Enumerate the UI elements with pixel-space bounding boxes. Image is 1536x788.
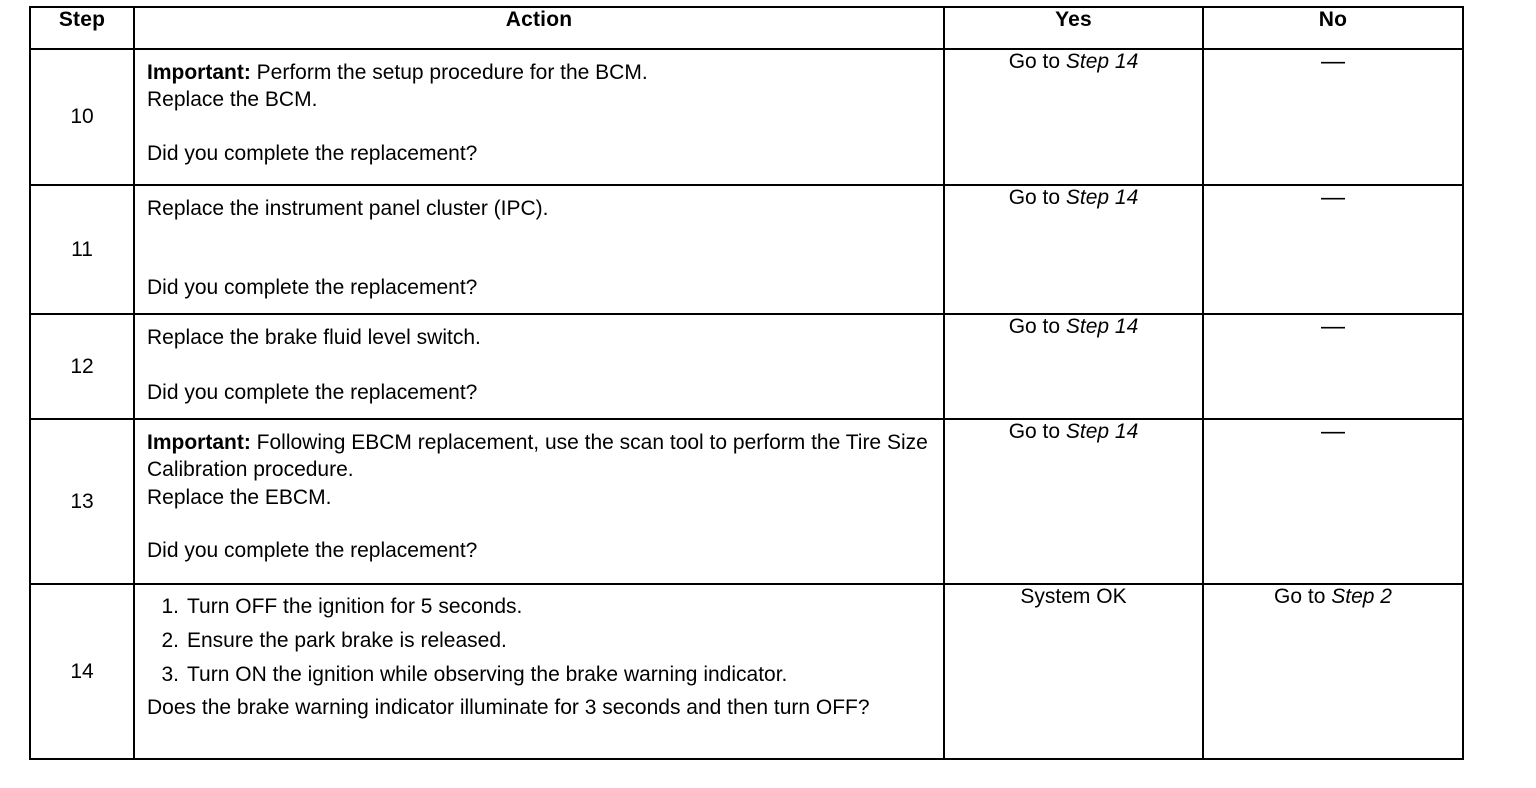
column-header-yes: Yes <box>943 6 1204 50</box>
table-header-row: Step Action Yes No <box>29 6 1464 50</box>
action-instruction: Replace the EBCM. <box>147 485 332 509</box>
goto-prefix: Go to <box>1274 585 1332 608</box>
action-question: Does the brake warning indicator illumin… <box>147 695 870 719</box>
table-row: 14 Turn OFF the ignition for 5 seconds. … <box>29 583 1464 760</box>
action-question: Did you complete the replacement? <box>147 381 478 405</box>
yes-content: Go to Step 14 <box>945 315 1202 347</box>
no-content: Go to Step 2 <box>1204 585 1462 617</box>
table-row: 11 Replace the instrument panel cluster … <box>29 184 1464 315</box>
goto-reference: Go to Step 14 <box>945 315 1202 339</box>
action-question: Did you complete the replacement? <box>147 141 478 165</box>
spacer <box>147 351 933 379</box>
goto-target: Step 14 <box>1065 50 1139 73</box>
action-instruction: Replace the instrument panel cluster (IP… <box>147 197 549 220</box>
no-content: — <box>1204 420 1462 444</box>
goto-reference: Go to Step 14 <box>945 186 1202 210</box>
goto-prefix: Go to <box>1008 186 1066 209</box>
em-dash: — <box>1321 48 1345 75</box>
important-label: Important: <box>147 61 251 84</box>
yes-result-cell: Go to Step 14 <box>943 184 1204 315</box>
action-instruction: Replace the brake fluid level switch. <box>147 326 481 349</box>
goto-target: Step 14 <box>1065 315 1139 338</box>
important-note: Important: Following EBCM replacement, u… <box>147 429 933 484</box>
list-item: Turn OFF the ignition for 5 seconds. <box>155 594 523 621</box>
table-row: 13 Important: Following EBCM replacement… <box>29 418 1464 585</box>
step-number-cell: 13 <box>29 418 135 585</box>
goto-reference: Go to Step 2 <box>1204 585 1462 609</box>
no-content: — <box>1204 186 1462 210</box>
goto-reference: Go to Step 14 <box>945 50 1202 74</box>
column-header-step: Step <box>29 6 135 50</box>
goto-target: Step 14 <box>1065 420 1139 443</box>
action-instruction: Replace the BCM. <box>147 88 318 112</box>
yes-content: Go to Step 14 <box>945 186 1202 218</box>
action-question: Did you complete the replacement? <box>147 276 478 300</box>
goto-prefix: Go to <box>1008 50 1066 73</box>
yes-result-cell: Go to Step 14 <box>943 313 1204 420</box>
important-label: Important: <box>147 431 251 454</box>
yes-result-cell: Go to Step 14 <box>943 418 1204 585</box>
no-result-cell: — <box>1202 313 1464 420</box>
column-header-action: Action <box>133 6 945 50</box>
yes-content: Go to Step 14 <box>945 50 1202 82</box>
action-cell: Turn OFF the ignition for 5 seconds. Ens… <box>133 583 945 760</box>
no-result-cell: — <box>1202 48 1464 186</box>
goto-target: Step 14 <box>1065 186 1139 209</box>
table-body: 10 Important: Perform the setup procedur… <box>29 48 1464 760</box>
important-note: Important: Perform the setup procedure f… <box>147 59 933 86</box>
action-cell: Replace the instrument panel cluster (IP… <box>133 184 945 315</box>
yes-result-cell: Go to Step 14 <box>943 48 1204 186</box>
action-question: Did you complete the replacement? <box>147 538 478 562</box>
important-text: Following EBCM replacement, use the scan… <box>147 431 928 482</box>
spacer <box>147 114 933 140</box>
goto-target: Step 2 <box>1331 585 1392 608</box>
no-content: — <box>1204 50 1462 74</box>
diagnostic-procedure-table: Step Action Yes No 10 Important: Perform… <box>29 6 1464 760</box>
step-number-cell: 10 <box>29 48 135 186</box>
spacer <box>147 222 933 274</box>
no-result-cell: Go to Step 2 <box>1202 583 1464 760</box>
yes-result-text: System OK <box>1020 585 1127 608</box>
important-text: Perform the setup procedure for the BCM. <box>250 61 648 84</box>
em-dash: — <box>1321 418 1345 445</box>
yes-result-cell: System OK <box>943 583 1204 760</box>
em-dash: — <box>1321 184 1345 211</box>
step-number-cell: 12 <box>29 313 135 420</box>
table-row: 10 Important: Perform the setup procedur… <box>29 48 1464 186</box>
no-result-cell: — <box>1202 418 1464 585</box>
table-header: Step Action Yes No <box>29 6 1464 50</box>
no-content: — <box>1204 315 1462 339</box>
action-cell: Replace the brake fluid level switch. Di… <box>133 313 945 420</box>
no-result-cell: — <box>1202 184 1464 315</box>
table-row: 12 Replace the brake fluid level switch.… <box>29 313 1464 420</box>
yes-content: System OK <box>945 585 1202 617</box>
action-cell: Important: Perform the setup procedure f… <box>133 48 945 186</box>
list-item: Ensure the park brake is released. <box>155 628 507 655</box>
column-header-no: No <box>1202 6 1464 50</box>
goto-prefix: Go to <box>1008 420 1066 443</box>
em-dash: — <box>1321 313 1345 340</box>
goto-reference: Go to Step 14 <box>945 420 1202 444</box>
action-cell: Important: Following EBCM replacement, u… <box>133 418 945 585</box>
spacer <box>147 511 933 537</box>
step-number-cell: 11 <box>29 184 135 315</box>
goto-prefix: Go to <box>1008 315 1066 338</box>
list-item: Turn ON the ignition while observing the… <box>155 662 788 689</box>
action-step-list: Turn OFF the ignition for 5 seconds. Ens… <box>147 594 933 689</box>
yes-content: Go to Step 14 <box>945 420 1202 452</box>
step-number-cell: 14 <box>29 583 135 760</box>
